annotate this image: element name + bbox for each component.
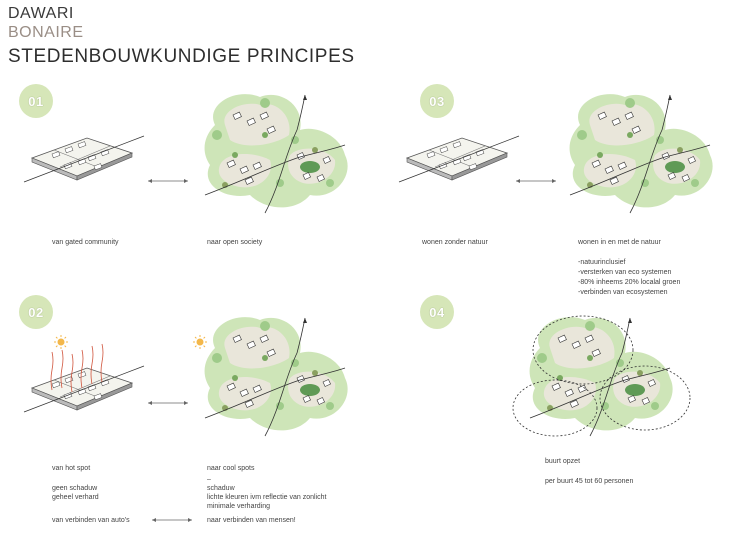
- label-gated-community: van gated community: [52, 239, 119, 246]
- note-verbinden: -verbinden van ecosystemen: [578, 289, 668, 296]
- sun-icon: [192, 334, 208, 350]
- label-verbinden-autos: van verbinden van auto's: [52, 517, 130, 524]
- badge-04: 04: [420, 295, 454, 329]
- double-arrow-icon: [151, 517, 193, 523]
- grid-gated-community: [23, 135, 145, 183]
- note-geen-schaduw: geen schaduw: [52, 485, 98, 492]
- double-arrow-icon: [515, 178, 557, 184]
- note-lichte-kleuren: lichte kleuren ivm reflectie van zonlich…: [207, 494, 327, 501]
- heat-arrow-icon: [50, 343, 104, 393]
- plan-buurt-opzet: [529, 316, 674, 437]
- plan-cool-spots: [204, 316, 349, 437]
- note-personen: per buurt 45 tot 60 personen: [545, 478, 634, 485]
- label-open-society: naar open society: [207, 239, 263, 246]
- badge-01: 01: [19, 84, 53, 118]
- badge-03: 03: [420, 84, 454, 118]
- sun-icon: [53, 334, 69, 350]
- grid-wonen-zonder-natuur: [398, 135, 520, 183]
- page-title: STEDENBOUWKUNDIGE PRINCIPES: [8, 46, 355, 67]
- label-wonen-met-natuur: wonen in en met de natuur: [578, 239, 661, 246]
- note-geheel-verhard: geheel verhard: [52, 494, 99, 501]
- double-arrow-icon: [147, 400, 189, 406]
- badge-02: 02: [19, 295, 53, 329]
- title-dawari: DAWARI: [8, 5, 74, 22]
- label-wonen-zonder-natuur: wonen zonder natuur: [422, 239, 488, 246]
- neighbourhood-boundaries: [512, 315, 691, 437]
- note-natuurinclusief: -natuurinclusief: [578, 259, 626, 266]
- title-bonaire: BONAIRE: [8, 24, 84, 41]
- label-hot-spot: van hot spot: [52, 465, 91, 472]
- plan-wonen-met-natuur: [569, 93, 714, 214]
- label-verbinden-mensen: naar verbinden van mensen!: [207, 517, 296, 524]
- note-eco-systemen: -versterken van eco systemen: [578, 269, 672, 276]
- note-inheems: -80% inheems 20% localal groen: [578, 279, 681, 286]
- grid-hot-spot: [23, 365, 145, 413]
- note-minimale-verharding: minimale verharding: [207, 503, 271, 510]
- label-buurt-opzet: buurt opzet: [545, 458, 581, 465]
- plan-open-society: [204, 93, 349, 214]
- note-dash: –: [207, 476, 211, 483]
- note-schaduw: schaduw: [207, 485, 235, 492]
- label-cool-spots: naar cool spots: [207, 465, 255, 472]
- double-arrow-icon: [147, 178, 189, 184]
